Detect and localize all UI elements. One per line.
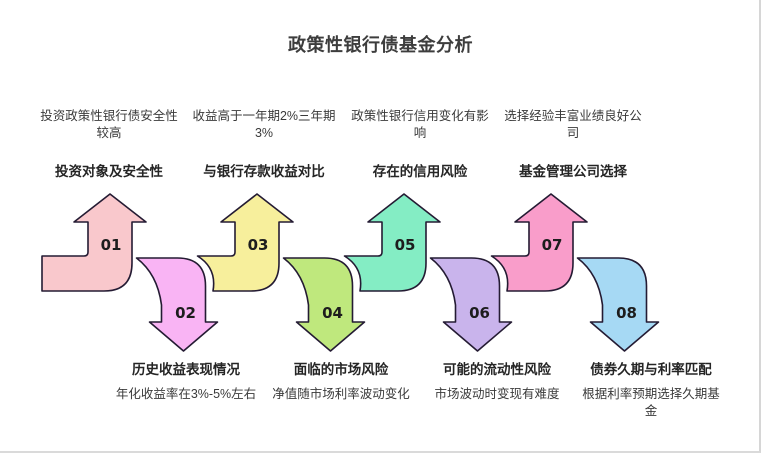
arrow-06: 06 bbox=[429, 257, 513, 352]
step-number-04: 04 bbox=[322, 304, 343, 322]
step-desc-04: 净值随市场利率波动变化 bbox=[272, 387, 410, 401]
step-desc-05: 政策性银行信用变化有影 响 bbox=[351, 109, 489, 140]
step-textblock-02: 历史收益表现情况年化收益率在3%-5%左右 bbox=[101, 361, 271, 403]
step-desc-07: 选择经验丰富业绩良好公 司 bbox=[504, 109, 642, 140]
arrow-shape-04 bbox=[282, 257, 366, 352]
step-number-08: 08 bbox=[616, 304, 637, 322]
step-textblock-01: 投资政策性银行债安全性 较高投资对象及安全性 bbox=[24, 108, 194, 181]
step-textblock-07: 选择经验丰富业绩良好公 司基金管理公司选择 bbox=[488, 108, 658, 181]
step-number-06: 06 bbox=[469, 304, 490, 322]
step-number-07: 07 bbox=[542, 236, 563, 254]
arrow-shape-03 bbox=[196, 193, 294, 292]
step-title-05: 存在的信用风险 bbox=[372, 164, 468, 179]
step-title-04: 面临的市场风险 bbox=[293, 362, 389, 377]
arrow-05: 05 bbox=[343, 193, 441, 292]
step-textblock-08: 债券久期与利率匹配根据利率预期选择久期基 金 bbox=[566, 361, 736, 420]
arrow-shape-02 bbox=[135, 257, 219, 352]
step-desc-01: 投资政策性银行债安全性 较高 bbox=[40, 109, 178, 140]
arrow-07: 07 bbox=[490, 193, 588, 292]
step-title-07: 基金管理公司选择 bbox=[519, 164, 627, 179]
arrow-08: 08 bbox=[576, 257, 660, 352]
arrow-shape-06 bbox=[429, 257, 513, 352]
step-number-01: 01 bbox=[101, 236, 122, 254]
arrow-shape-05 bbox=[343, 193, 441, 292]
arrow-shape-01 bbox=[41, 193, 147, 292]
step-textblock-03: 收益高于一年期2%三年期 3% 与银行存款收益对比 bbox=[179, 108, 349, 181]
arrow-03: 03 bbox=[196, 193, 294, 292]
arrow-shape-08 bbox=[576, 257, 660, 352]
step-textblock-04: 面临的市场风险净值随市场利率波动变化 bbox=[256, 361, 426, 403]
arrow-01: 01 bbox=[41, 193, 147, 292]
page-title: 政策性银行债基金分析 bbox=[288, 35, 473, 55]
step-textblock-05: 政策性银行信用变化有影 响存在的信用风险 bbox=[335, 108, 505, 181]
step-desc-02: 年化收益率在3%-5%左右 bbox=[115, 387, 257, 401]
step-desc-06: 市场波动时变现有难度 bbox=[434, 387, 560, 401]
step-title-02: 历史收益表现情况 bbox=[132, 362, 240, 377]
step-title-06: 可能的流动性风险 bbox=[443, 362, 551, 377]
step-number-02: 02 bbox=[175, 304, 196, 322]
step-textblock-06: 可能的流动性风险市场波动时变现有难度 bbox=[412, 361, 582, 403]
step-desc-03: 收益高于一年期2%三年期 3% bbox=[192, 109, 336, 140]
step-title-03: 与银行存款收益对比 bbox=[203, 164, 325, 179]
step-title-01: 投资对象及安全性 bbox=[55, 164, 163, 179]
step-title-08: 债券久期与利率匹配 bbox=[590, 362, 712, 377]
step-number-05: 05 bbox=[395, 236, 416, 254]
arrow-shape-07 bbox=[490, 193, 588, 292]
step-number-03: 03 bbox=[248, 236, 269, 254]
arrow-02: 02 bbox=[135, 257, 219, 352]
step-desc-08: 根据利率预期选择久期基 金 bbox=[582, 387, 720, 418]
arrow-04: 04 bbox=[282, 257, 366, 352]
